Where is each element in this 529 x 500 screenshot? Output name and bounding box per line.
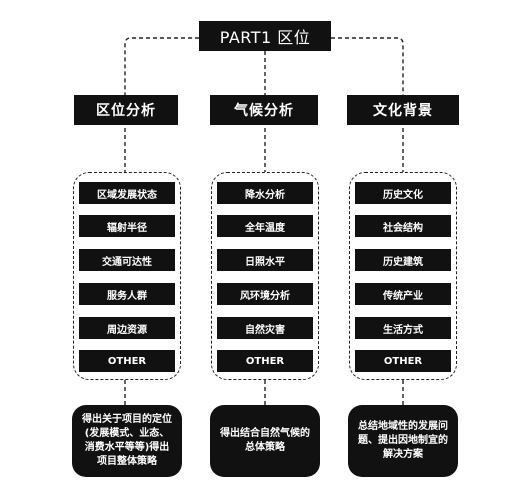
item-climate-3: 日照水平 bbox=[217, 249, 313, 271]
item-climate-5: 自然灾害 bbox=[217, 317, 313, 339]
item-location-3: 交通可达性 bbox=[79, 249, 175, 271]
item-culture-3: 历史建筑 bbox=[355, 249, 451, 271]
item-location-1: 区域发展状态 bbox=[79, 182, 175, 204]
panel-culture bbox=[349, 172, 457, 380]
connector-title-right bbox=[331, 37, 404, 96]
item-culture-4: 传统产业 bbox=[355, 283, 451, 305]
header-cultural-background: 文化背景 bbox=[347, 95, 459, 125]
panel-location bbox=[73, 172, 181, 380]
item-climate-1: 降水分析 bbox=[217, 182, 313, 204]
result-location: 得出关于项目的定位(发展模式、业态、消费水平等等)得出项目整体策略 bbox=[72, 405, 182, 477]
header-location-analysis: 区位分析 bbox=[74, 95, 178, 125]
panel-climate bbox=[211, 172, 319, 380]
item-climate-4: 风环境分析 bbox=[217, 283, 313, 305]
item-location-6: OTHER bbox=[79, 350, 175, 372]
item-culture-1: 历史文化 bbox=[355, 182, 451, 204]
item-location-4: 服务人群 bbox=[79, 283, 175, 305]
result-climate: 得出结合自然气候的总体策略 bbox=[210, 405, 320, 477]
item-climate-6: OTHER bbox=[217, 350, 313, 372]
diagram-title: PART1 区位 bbox=[199, 21, 331, 51]
item-culture-6: OTHER bbox=[355, 350, 451, 372]
result-culture: 总结地域性的发展问题、提出因地制宜的解决方案 bbox=[348, 405, 458, 477]
item-culture-2: 社会结构 bbox=[355, 215, 451, 237]
item-location-5: 周边资源 bbox=[79, 317, 175, 339]
item-culture-5: 生活方式 bbox=[355, 317, 451, 339]
header-climate-analysis: 气候分析 bbox=[210, 95, 318, 125]
connector-title-left bbox=[124, 37, 199, 96]
item-location-2: 辐射半径 bbox=[79, 215, 175, 237]
item-climate-2: 全年温度 bbox=[217, 215, 313, 237]
